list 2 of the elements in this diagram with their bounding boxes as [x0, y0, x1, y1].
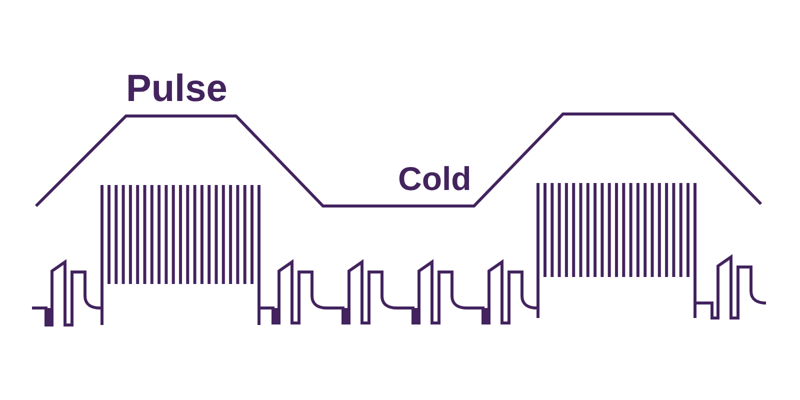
- mode-label: Pulse: [126, 70, 228, 108]
- mode-label: Cold: [398, 162, 472, 195]
